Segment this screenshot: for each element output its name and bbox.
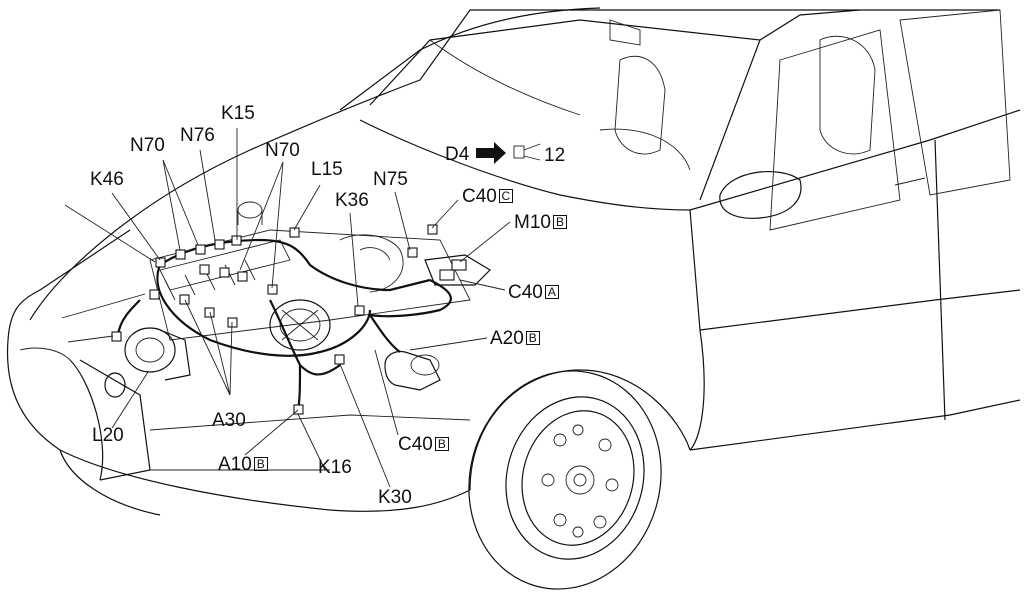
label-c40c-box: C: [498, 189, 513, 203]
label-a20b-text: A20: [490, 328, 524, 349]
label-n76: N76: [180, 125, 215, 146]
alternator: [269, 299, 331, 351]
label-a30: A30: [212, 410, 246, 431]
label-k46: K46: [90, 169, 124, 190]
label-l20: L20: [92, 425, 124, 446]
label-k16: K16: [318, 457, 352, 478]
label-n70-left: N70: [130, 135, 165, 156]
label-a10b-text: A10: [218, 454, 252, 475]
label-m10b-box: B: [552, 215, 567, 229]
label-a10b-box: B: [253, 457, 268, 471]
label-c40b-text: C40: [398, 434, 433, 455]
label-k30: K30: [378, 487, 412, 508]
label-c40a-text: C40: [508, 282, 543, 303]
ecu-module: [424, 254, 491, 286]
label-k36: K36: [335, 190, 369, 211]
label-m10b-text: M10: [514, 212, 551, 233]
label-l15: L15: [311, 159, 343, 180]
leader-lines: [61, 128, 511, 488]
label-c40c-text: C40: [462, 186, 497, 207]
label-n75: N75: [373, 169, 408, 190]
ac-compressor: [124, 327, 191, 381]
label-c40b-box: B: [434, 437, 449, 451]
d4-arrow: [476, 142, 541, 164]
label-k15: K15: [221, 103, 255, 124]
label-d4: D4: [445, 144, 470, 165]
wiring-harness: [111, 224, 452, 415]
label-n70-right: N70: [265, 140, 300, 161]
label-ref-12: 12: [544, 145, 566, 166]
car-body: [6, 7, 1021, 590]
engine-block: [149, 201, 471, 341]
starter-motor: [384, 350, 441, 391]
label-a20b-box: B: [525, 331, 540, 345]
label-c40a-box: A: [544, 285, 559, 299]
